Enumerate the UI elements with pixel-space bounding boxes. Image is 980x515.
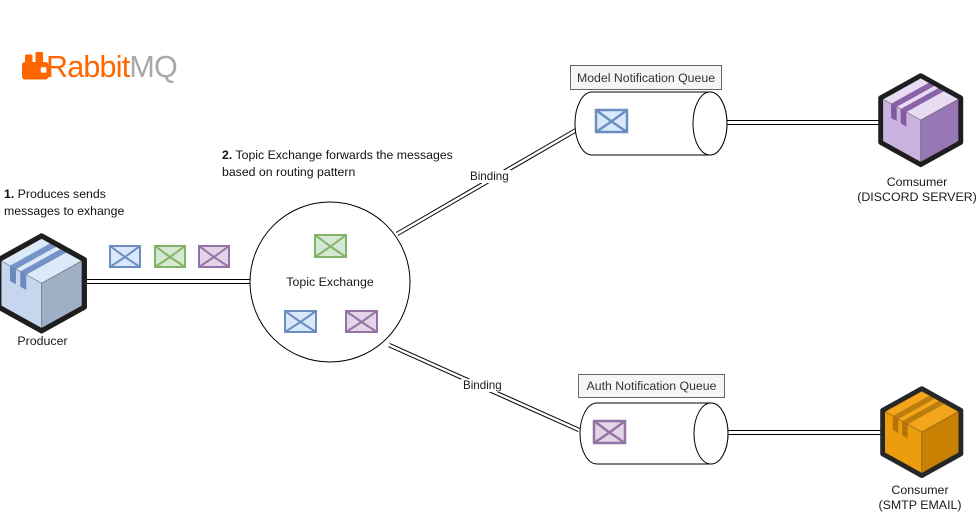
edge-model-queue-to-consumer xyxy=(727,120,879,125)
consumer-cube-purple-icon xyxy=(878,73,964,168)
envelope-purple-icon xyxy=(345,310,378,333)
logo-brand-primary: Rabbit xyxy=(46,50,130,84)
annotation-step1: 1. Produces sends messages to exhange xyxy=(4,186,130,219)
envelope-purple-icon xyxy=(592,419,627,445)
annotation-step1-text: Produces sends messages to exhange xyxy=(4,187,125,218)
consumer-discord-title: Comsumer xyxy=(886,175,948,189)
consumer-smtp-label: Consumer (SMTP EMAIL) xyxy=(853,483,980,513)
annotation-step2: 2. Topic Exchange forwards the messages … xyxy=(222,147,468,180)
envelope-green-icon xyxy=(154,245,186,268)
consumer-smtp-title: Consumer xyxy=(891,483,949,497)
topic-exchange-label: Topic Exchange xyxy=(286,275,374,289)
annotation-step1-number: 1. xyxy=(4,187,15,201)
logo-brand-secondary: MQ xyxy=(129,50,177,84)
rabbitmq-logo-text: RabbitMQ xyxy=(46,50,178,85)
producer-cube-icon xyxy=(0,233,87,334)
binding-label-top: Binding xyxy=(468,170,511,183)
edge-auth-queue-to-consumer xyxy=(728,430,881,435)
binding-label-bottom: Binding xyxy=(461,379,504,392)
envelope-blue-icon xyxy=(594,108,629,134)
consumer-smtp-subtitle: (SMTP EMAIL) xyxy=(878,498,962,512)
envelope-blue-icon xyxy=(284,310,317,333)
annotation-step2-number: 2. xyxy=(222,148,233,162)
rabbitmq-logo-icon xyxy=(22,52,49,80)
annotation-step2-text: Topic Exchange forwards the messages bas… xyxy=(222,148,453,179)
producer-label: Producer xyxy=(17,334,68,348)
envelope-purple-icon xyxy=(198,245,230,268)
envelope-blue-icon xyxy=(109,245,141,268)
consumer-discord-label: Comsumer (DISCORD SERVER) xyxy=(851,175,980,205)
model-queue-label: Model Notification Queue xyxy=(570,65,722,90)
envelope-green-icon xyxy=(314,234,347,258)
edge-producer-to-exchange xyxy=(86,279,250,284)
queue-cylinder-icon xyxy=(574,91,728,156)
consumer-cube-orange-icon xyxy=(880,386,964,479)
auth-queue-label: Auth Notification Queue xyxy=(578,374,725,398)
queue-cylinder-icon xyxy=(579,402,729,465)
consumer-discord-subtitle: (DISCORD SERVER) xyxy=(857,190,977,204)
